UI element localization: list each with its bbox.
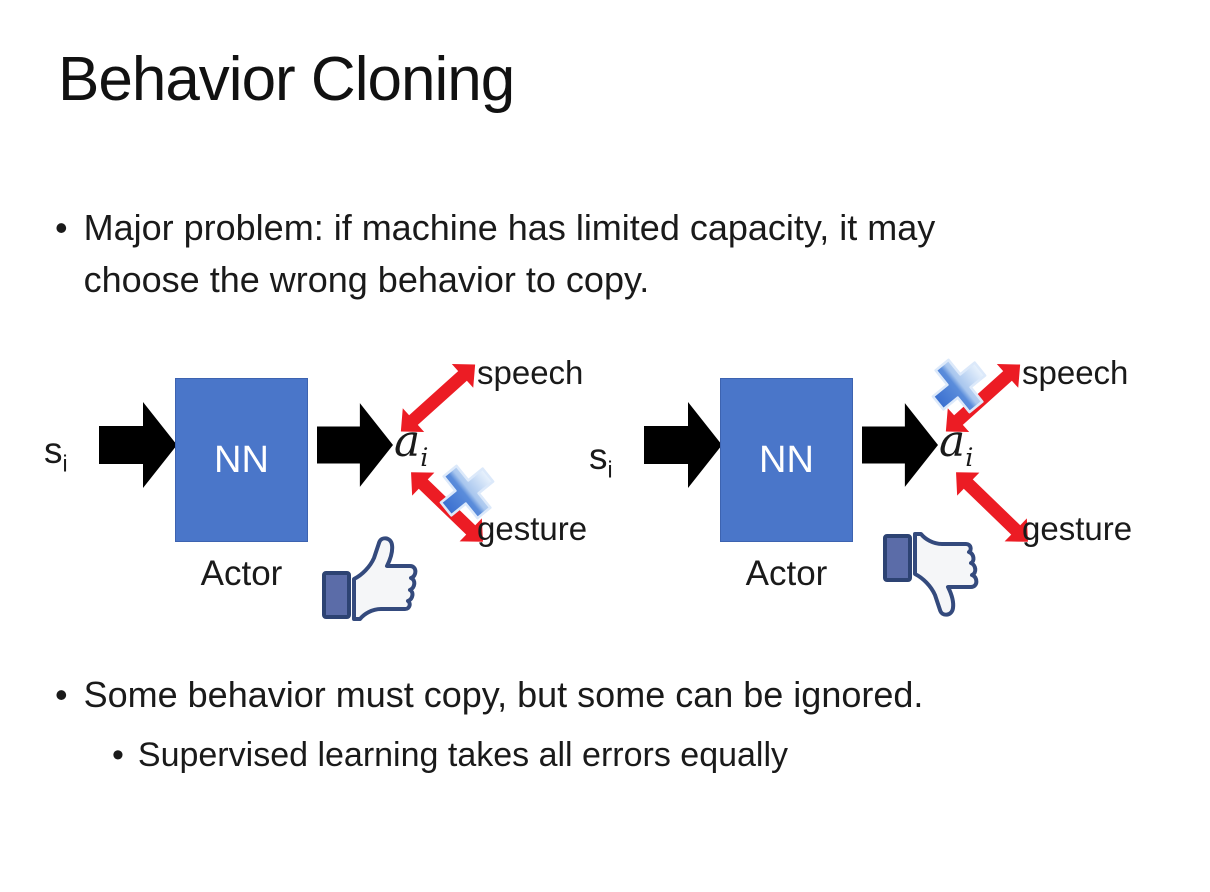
bullet-major-problem: • Major problem: if machine has limited … [55,202,1034,306]
gesture-label: gesture [477,510,588,547]
output-arrow-icon [317,403,393,487]
gesture-label: gesture [1022,510,1133,547]
bullet-marker: • [112,736,124,774]
input-arrow-icon [99,402,177,488]
reject-cross-icon [439,464,495,520]
thumbs-up-icon [320,533,422,623]
bullet-marker: • [55,207,68,248]
nn-label: NN [214,438,269,481]
speech-doublearrow-icon [945,364,1021,432]
bullet-marker: • [55,674,68,715]
behavior-cloning-diagram-left: si NN âi speech gesture [0,340,620,640]
speech-label: speech [1022,354,1129,391]
output-arrow-icon [862,403,938,487]
state-input-label: si [589,436,613,483]
bullet-supervised-text: Supervised learning takes all errors equ… [137,736,789,774]
nn-box: NN [720,378,853,542]
reject-cross-icon [931,358,987,414]
input-arrow-icon [644,402,722,488]
gesture-doublearrow-icon [956,472,1028,542]
bullet-supervised: • Supervised learning takes all errors e… [112,736,788,775]
nn-box: NN [175,378,308,542]
bullet-major-problem-text: Major problem: if machine has limited ca… [83,207,936,301]
actor-label: Actor [745,554,828,593]
nn-label: NN [759,438,814,481]
thumbs-down-icon [881,530,983,620]
actor-label: Actor [200,554,283,593]
bullet-some-behavior-text: Some behavior must copy, but some can be… [83,674,924,715]
slide-title: Behavior Cloning [58,45,515,114]
state-input-label: si [44,430,68,477]
speech-doublearrow-icon [400,364,476,432]
speech-label: speech [477,354,584,391]
bullet-some-behavior: • Some behavior must copy, but some can … [55,674,923,716]
behavior-cloning-diagram-right: si NN âi speech gesture [545,340,1165,640]
